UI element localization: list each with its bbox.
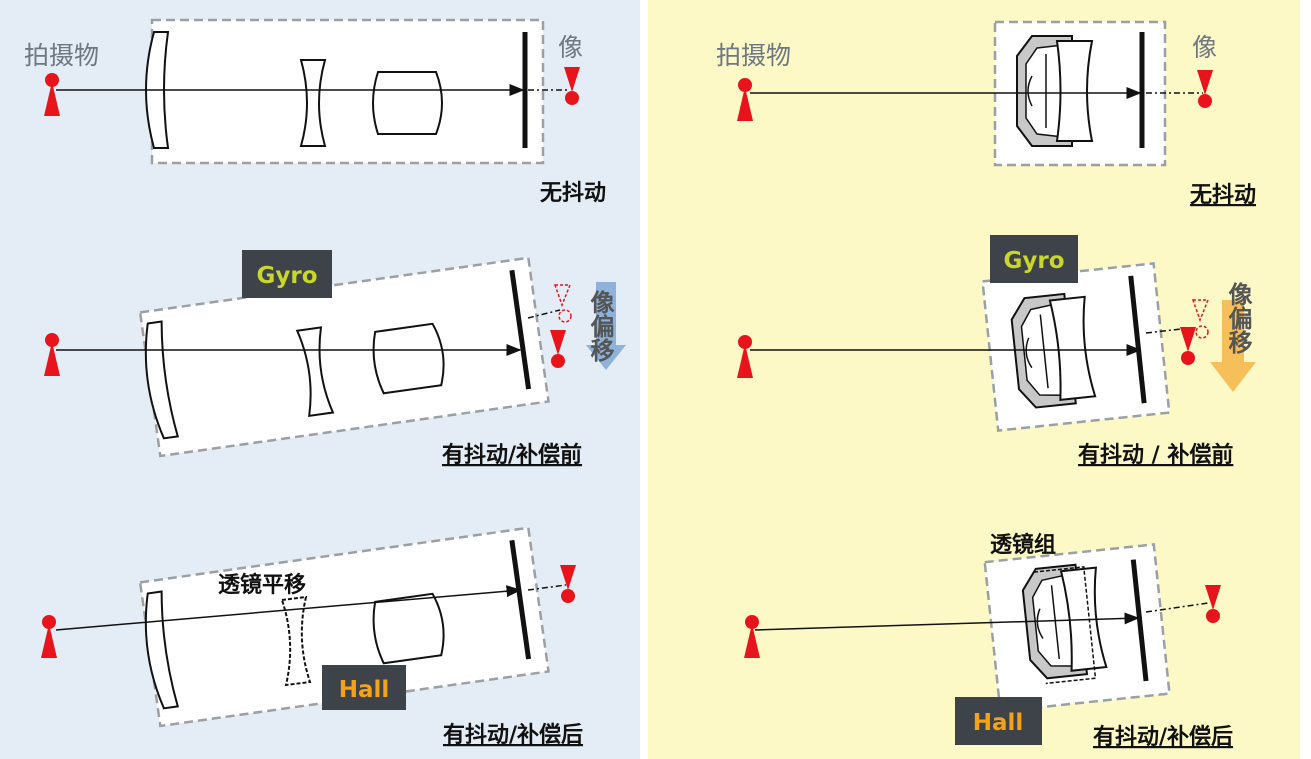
right-row2-caption: 有抖动 / 补偿前	[1078, 442, 1233, 468]
right-hall-chip: Hall	[955, 697, 1042, 745]
right-row3-caption: 有抖动/补偿后	[1093, 724, 1233, 750]
right-row3-optical-axis	[754, 612, 1140, 631]
left-row2-original-image-marker	[553, 284, 572, 323]
panel-divider	[640, 0, 648, 759]
left-hall-chip: Hall	[322, 665, 406, 710]
right-image-label: 像	[1192, 33, 1217, 62]
left-row1-caption: 无抖动	[540, 181, 606, 206]
right-shift-arrow-icon	[1210, 300, 1256, 392]
left-row1-frame	[150, 18, 545, 165]
left-lens-shift-label: 透镜平移	[218, 572, 306, 598]
right-row1-caption: 无抖动	[1190, 183, 1256, 208]
right-panel-background	[648, 0, 1300, 759]
left-row3-axis-ext	[527, 584, 567, 591]
left-row3-optical-axis	[55, 585, 522, 631]
left-row2-tilted-module	[138, 256, 550, 458]
right-row1-lens-barrel	[1016, 35, 1093, 147]
right-gyro-label: Gyro	[1003, 248, 1064, 274]
right-row2-original-image-marker	[1191, 299, 1210, 339]
left-image-label: 像	[558, 33, 583, 62]
left-object-label: 拍摄物	[24, 41, 99, 70]
right-gyro-chip: Gyro	[990, 235, 1078, 283]
left-gyro-chip: Gyro	[242, 250, 332, 298]
right-hall-label: Hall	[973, 710, 1024, 736]
left-hall-label: Hall	[339, 677, 390, 703]
right-object-label: 拍摄物	[716, 41, 791, 70]
left-row3-tilted-module	[138, 526, 550, 728]
right-row3-tilted-module	[983, 543, 1171, 713]
left-shifted-lens	[280, 595, 312, 687]
left-row2-caption: 有抖动/补偿前	[442, 442, 582, 468]
right-lens-group-label: 透镜组	[990, 532, 1056, 558]
right-margin	[1300, 0, 1311, 759]
right-row2-tilted-module	[981, 262, 1171, 432]
left-row2-axis-ext	[527, 309, 561, 319]
left-shift-arrow-icon	[586, 282, 626, 370]
left-gyro-label: Gyro	[256, 263, 317, 289]
left-row3-caption: 有抖动/补偿后	[443, 722, 583, 748]
right-shift-label: 像偏移	[1224, 282, 1252, 355]
left-shift-label: 像偏移	[586, 290, 614, 363]
right-row3-axis-ext	[1145, 602, 1209, 613]
